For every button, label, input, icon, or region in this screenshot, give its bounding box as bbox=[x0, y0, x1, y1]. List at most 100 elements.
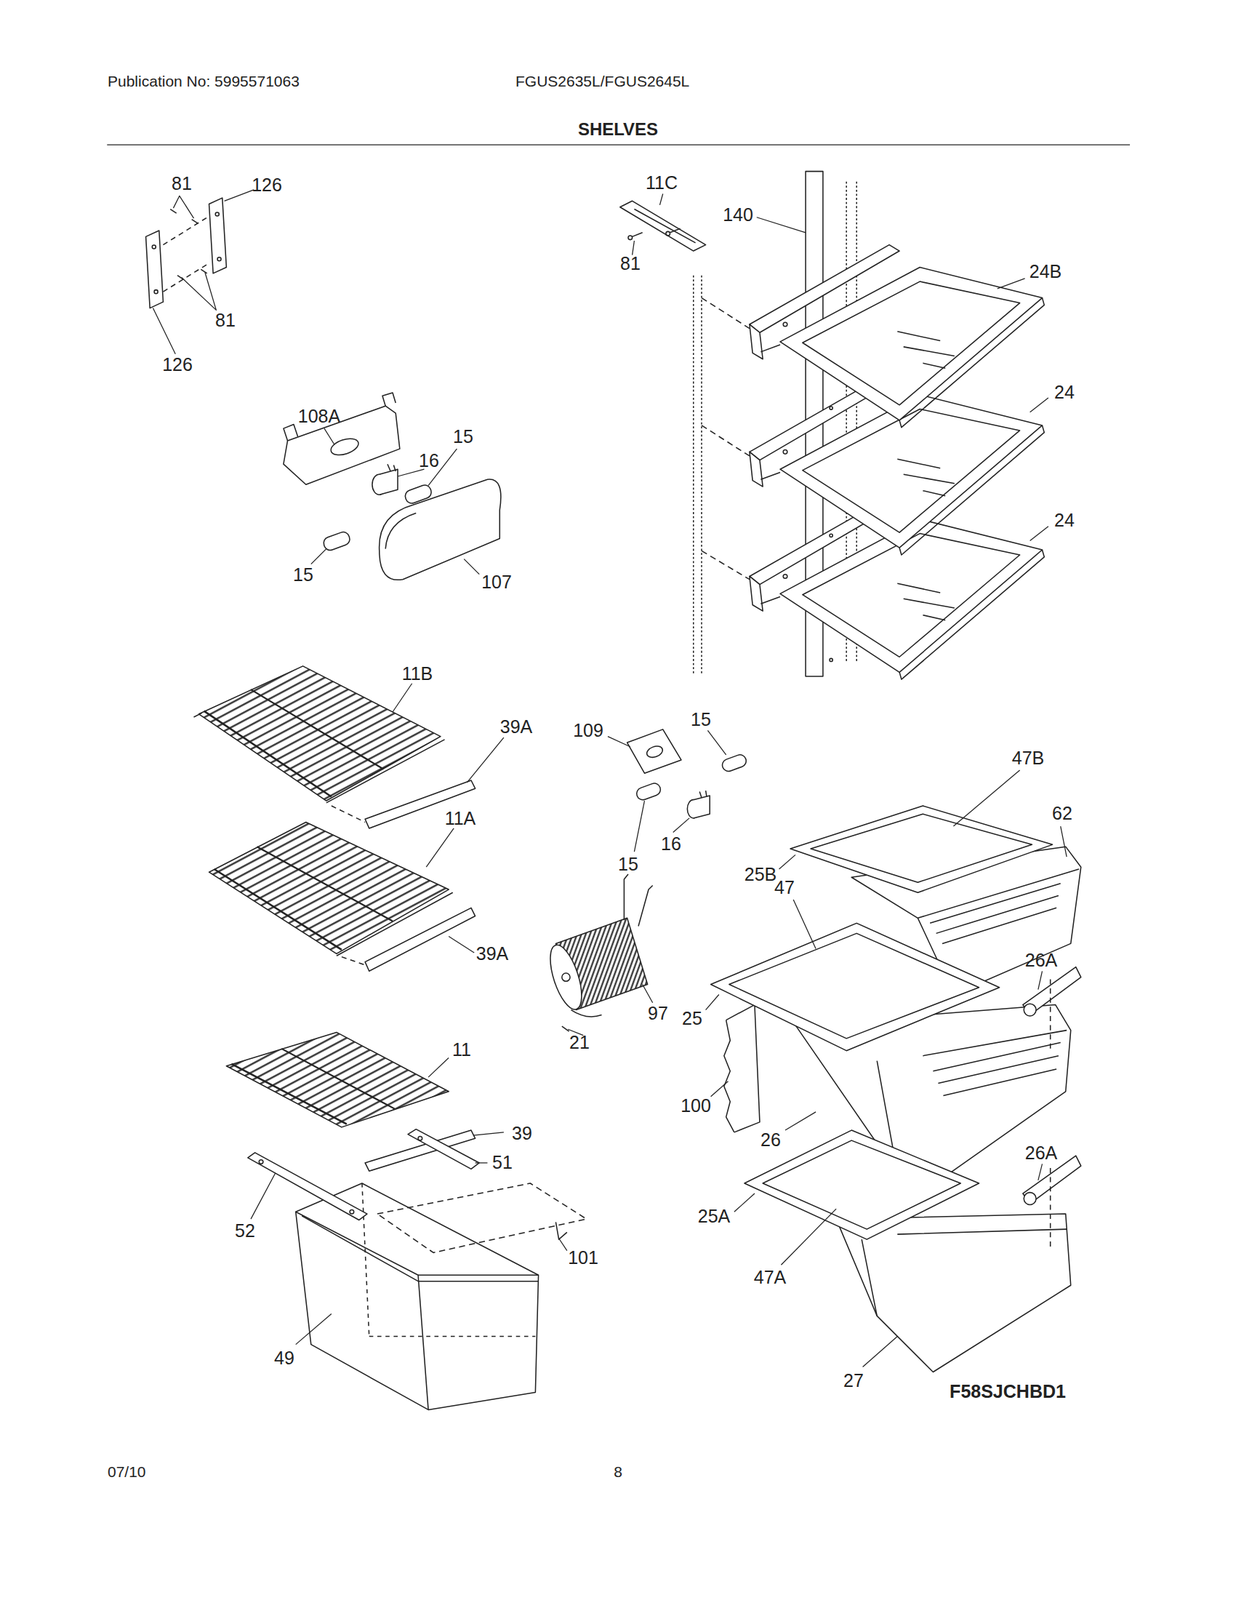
model-number: FGUS2635L/FGUS2645L bbox=[514, 72, 690, 91]
rail-cap bbox=[620, 200, 706, 251]
drawer-clip bbox=[1023, 1003, 1037, 1016]
lamp-socket bbox=[699, 790, 707, 798]
page-title: SHELVES bbox=[577, 119, 659, 140]
crisper-drawer bbox=[795, 846, 1082, 1372]
leader-line bbox=[659, 193, 663, 205]
pan-wire bbox=[555, 1221, 567, 1239]
leader-line bbox=[567, 984, 653, 1036]
light-lens bbox=[385, 513, 416, 549]
crisper-cover bbox=[711, 805, 1053, 1239]
crisper-drawer bbox=[861, 1228, 1067, 1316]
callout-number: 47B bbox=[1011, 747, 1045, 769]
bracket bbox=[146, 230, 164, 309]
callout-number: 15 bbox=[689, 708, 712, 730]
crisper-drawer bbox=[876, 1030, 1067, 1173]
meat-pan bbox=[362, 1182, 370, 1336]
callout-number: 11C bbox=[644, 172, 679, 194]
callout-number: 15 bbox=[617, 853, 640, 875]
drawer-clip bbox=[1049, 1167, 1052, 1250]
wire-shelf bbox=[231, 1063, 347, 1125]
callout-number: 126 bbox=[250, 174, 283, 196]
callout-number: 24 bbox=[1053, 509, 1076, 531]
wire-shelf bbox=[250, 689, 384, 769]
callout-number: 25 bbox=[681, 1007, 704, 1029]
leader-line bbox=[311, 428, 480, 575]
heater-coil bbox=[562, 1025, 570, 1031]
crisper-cover bbox=[762, 1140, 961, 1229]
header-rule bbox=[106, 144, 1130, 146]
wire-shelf bbox=[193, 665, 453, 1127]
wire-shelf bbox=[199, 665, 441, 801]
lamp-socket bbox=[687, 790, 710, 818]
callout-number: 11 bbox=[451, 1038, 472, 1061]
callout-number: 25B bbox=[743, 863, 778, 885]
meat-pan bbox=[295, 1211, 429, 1410]
callout-number: 16 bbox=[418, 450, 440, 472]
bracket bbox=[151, 245, 156, 249]
shelf-trim bbox=[341, 956, 365, 965]
leader-line bbox=[642, 984, 653, 1003]
callout-number: 81 bbox=[214, 309, 237, 331]
light-lens bbox=[379, 479, 501, 580]
leader-line bbox=[181, 271, 217, 310]
leader-line bbox=[793, 899, 816, 949]
leader-line bbox=[997, 278, 1026, 289]
callout-number: 16 bbox=[660, 833, 682, 855]
callout-number: 97 bbox=[647, 1002, 669, 1024]
callout-number: 140 bbox=[721, 204, 754, 226]
drawing-stroke bbox=[749, 245, 1045, 428]
wire-shelf bbox=[326, 739, 445, 803]
heater-coil bbox=[638, 884, 653, 926]
light-bulb bbox=[634, 752, 748, 802]
bracket bbox=[217, 257, 222, 262]
light-housing bbox=[328, 435, 360, 459]
callout-number: 21 bbox=[568, 1031, 591, 1053]
meat-pan bbox=[369, 1335, 536, 1338]
heater-coil bbox=[623, 873, 629, 920]
light-housing bbox=[382, 392, 396, 406]
leader-line bbox=[779, 854, 796, 869]
drawer-clip bbox=[1022, 966, 1082, 1250]
page-number: 8 bbox=[612, 1462, 624, 1481]
bracket bbox=[162, 215, 209, 245]
drawing-stroke bbox=[106, 144, 1130, 1410]
pan-wire bbox=[377, 1182, 587, 1252]
screw bbox=[191, 219, 198, 224]
callout-number: 26A bbox=[1024, 1142, 1058, 1164]
side-panel bbox=[711, 1081, 729, 1097]
callout-number: 81 bbox=[170, 173, 193, 195]
crisper-drawer bbox=[929, 883, 1061, 944]
leader-line bbox=[428, 1057, 449, 1077]
leader-line bbox=[250, 1162, 568, 1345]
crisper-cover bbox=[810, 813, 1032, 882]
callout-number: 49 bbox=[273, 1347, 296, 1369]
leader-line bbox=[707, 729, 726, 755]
bracket bbox=[162, 263, 209, 292]
callout-number: 108A bbox=[297, 405, 341, 427]
leader-line bbox=[152, 308, 176, 355]
shelf-trim bbox=[331, 805, 365, 822]
leader-line bbox=[448, 936, 475, 953]
leader-line bbox=[633, 800, 645, 852]
leader-line bbox=[295, 1313, 332, 1345]
side-panel bbox=[724, 1020, 735, 1133]
callout-number: 126 bbox=[161, 354, 194, 376]
pan-rail bbox=[247, 1129, 480, 1221]
wire-shelf bbox=[204, 711, 332, 797]
lamp-socket bbox=[693, 795, 710, 818]
shelf-rail bbox=[701, 425, 750, 456]
lamp-socket bbox=[372, 463, 398, 495]
crisper-cover bbox=[711, 922, 1000, 1050]
side-panel bbox=[711, 1004, 760, 1133]
crisper-cover bbox=[790, 805, 1053, 893]
leader-line bbox=[673, 817, 690, 833]
leader-line bbox=[1038, 1163, 1043, 1180]
pan-rail bbox=[258, 1159, 264, 1165]
drawer-clip bbox=[1049, 978, 1052, 1050]
leader-line bbox=[463, 559, 480, 575]
leader-line bbox=[1030, 526, 1049, 541]
shelf-trim bbox=[364, 907, 475, 971]
date-code: 07/10 bbox=[106, 1462, 147, 1481]
callout-number: 101 bbox=[567, 1246, 600, 1268]
